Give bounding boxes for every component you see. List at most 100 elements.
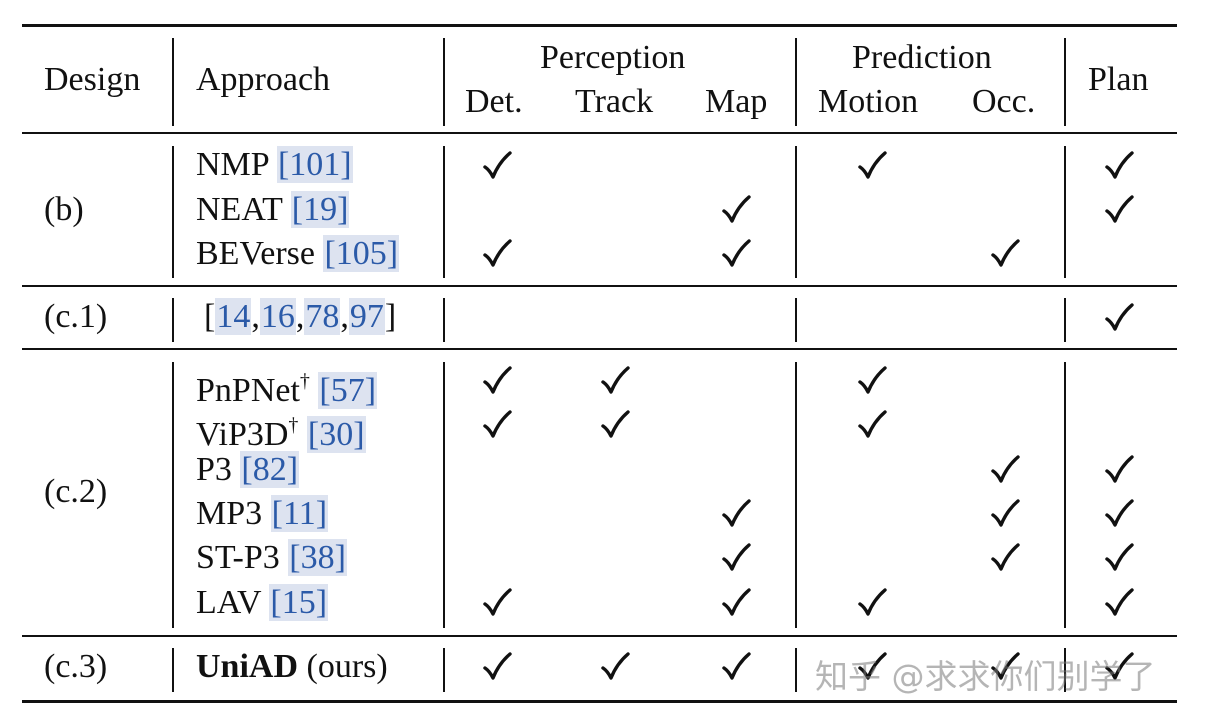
check-mark-icon (482, 365, 512, 395)
citation-link[interactable]: 16 (259, 298, 296, 335)
header-plan: Plan (1088, 61, 1149, 98)
approach-neat: NEAT [19] (196, 190, 350, 230)
approach-name: NMP (196, 146, 269, 183)
approach-name: PnPNet (196, 372, 300, 409)
citation-link[interactable]: [19] (290, 191, 350, 228)
header-rule (22, 132, 1177, 134)
citation-link[interactable]: [82] (240, 451, 300, 488)
check-mark-icon (482, 150, 512, 180)
column-divider (795, 38, 797, 126)
column-divider (795, 362, 797, 628)
header-track: Track (575, 83, 654, 120)
citation-link[interactable]: [11] (270, 495, 329, 532)
group-label-c3: (c.3) (44, 648, 108, 685)
group-rule-b (22, 285, 1177, 287)
approach-mp3: MP3 [11] (196, 494, 329, 534)
check-mark-icon (721, 498, 751, 528)
check-mark-icon (600, 651, 630, 681)
check-mark-icon (600, 365, 630, 395)
header-det: Det. (465, 83, 523, 120)
check-mark-icon (857, 365, 887, 395)
watermark: 知乎 @求求你们别学了 (815, 657, 1156, 696)
check-mark-icon (1104, 651, 1134, 681)
check-mark-icon (721, 651, 751, 681)
check-mark-icon (482, 651, 512, 681)
check-mark-icon (1104, 194, 1134, 224)
approach-pnpnet: PnPNet† [57] (196, 361, 378, 411)
approach-name: UniAD (196, 648, 299, 685)
column-divider (172, 38, 174, 126)
approach-name: ViP3D (196, 416, 289, 453)
column-divider (1064, 146, 1066, 278)
check-mark-icon (1104, 542, 1134, 572)
check-mark-icon (990, 498, 1020, 528)
dagger-mark: † (288, 414, 299, 436)
column-divider (443, 146, 445, 278)
check-mark-icon (721, 238, 751, 268)
check-mark-icon (721, 542, 751, 572)
check-mark-icon (1104, 498, 1134, 528)
approach-nmp: NMP [101] (196, 145, 353, 185)
check-mark-icon (1104, 302, 1134, 332)
check-mark-icon (600, 409, 630, 439)
approach-uniad: UniAD (ours) (196, 647, 388, 687)
citation-link[interactable]: [57] (318, 372, 378, 409)
approach-lav: LAV [15] (196, 583, 329, 623)
citation-link[interactable]: [30] (306, 416, 366, 453)
column-divider (443, 648, 445, 692)
check-mark-icon (1104, 454, 1134, 484)
approach-name: P3 (196, 451, 232, 488)
approach-p3: P3 [82] (196, 450, 300, 490)
check-mark-icon (482, 238, 512, 268)
column-divider (443, 362, 445, 628)
header-map: Map (705, 83, 768, 120)
header-approach: Approach (196, 61, 331, 98)
column-divider (795, 298, 797, 342)
check-mark-icon (990, 238, 1020, 268)
citation-link[interactable]: 14 (215, 298, 252, 335)
approach-name: BEVerse (196, 235, 315, 272)
approach-beverse: BEVerse [105] (196, 234, 400, 274)
group-rule-c1 (22, 348, 1177, 350)
column-divider (172, 648, 174, 692)
check-mark-icon (857, 150, 887, 180)
top-rule (22, 24, 1177, 27)
check-mark-icon (990, 651, 1020, 681)
column-divider (1064, 362, 1066, 628)
check-mark-icon (721, 587, 751, 617)
approach-name: ST-P3 (196, 539, 280, 576)
column-divider (1064, 38, 1066, 126)
check-mark-icon (857, 587, 887, 617)
citation-link[interactable]: [38] (288, 539, 347, 576)
check-mark-icon (857, 651, 887, 681)
header-design: Design (44, 61, 141, 98)
column-divider (1064, 648, 1066, 692)
approach-stp3: ST-P3 [38] (196, 538, 347, 578)
check-mark-icon (990, 454, 1020, 484)
bottom-rule (22, 700, 1177, 703)
column-divider (443, 298, 445, 342)
header-prediction: Prediction (852, 39, 992, 76)
approach-vip3d: ViP3D† [30] (196, 405, 366, 455)
citation-link[interactable]: [15] (269, 584, 329, 621)
citation-link[interactable]: [105] (323, 235, 400, 272)
citation-link[interactable]: 97 (348, 298, 385, 335)
column-divider (1064, 298, 1066, 342)
citation-link[interactable]: 78 (304, 298, 341, 335)
group-label-b: (b) (44, 191, 84, 228)
column-divider (795, 648, 797, 692)
check-mark-icon (721, 194, 751, 224)
column-divider (795, 146, 797, 278)
approach-name: LAV (196, 584, 261, 621)
group-rule-c2 (22, 635, 1177, 637)
header-perception: Perception (540, 39, 686, 76)
check-mark-icon (1104, 587, 1134, 617)
check-mark-icon (857, 409, 887, 439)
check-mark-icon (482, 409, 512, 439)
group-label-c2: (c.2) (44, 473, 108, 510)
column-divider (172, 146, 174, 278)
citation-link[interactable]: [101] (276, 146, 353, 183)
column-divider (172, 362, 174, 628)
group-label-c1: (c.1) (44, 298, 108, 335)
header-occ: Occ. (972, 83, 1036, 120)
